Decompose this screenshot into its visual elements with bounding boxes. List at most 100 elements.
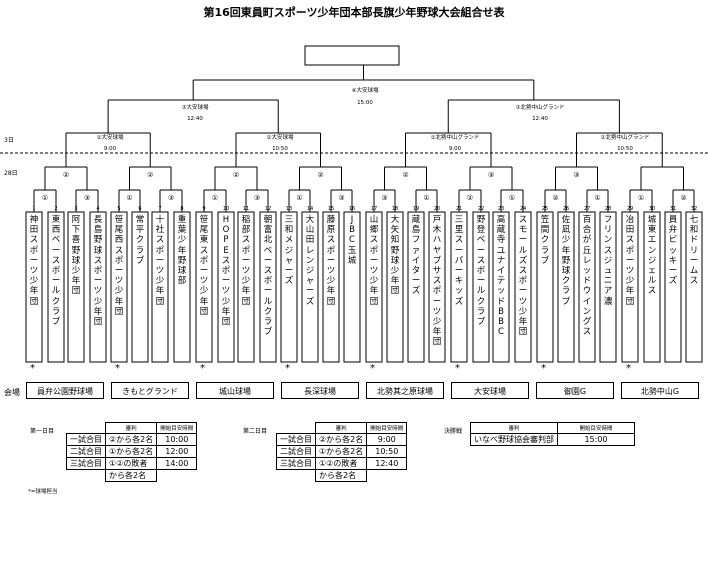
day1-schedule-table: 審判 開始目安時間 一試合目 ②から各2名 10:00 二試合目 ①から各2名 … [66, 422, 198, 482]
match-number-mark: ② [58, 171, 74, 179]
team-name: 笠間クラブ [540, 215, 550, 266]
match-number-mark: ② [675, 194, 692, 202]
team-number: 8 [180, 206, 184, 212]
day2-ref-3b: から各2名 [314, 469, 368, 482]
venue-duty-mark: * [115, 363, 120, 374]
team-name: 十社スポーツ少年団 [155, 215, 165, 307]
day28-label: 28日 [4, 170, 18, 177]
day2-time-2: 10:50 [366, 445, 408, 458]
match-number-mark: ② [312, 171, 329, 179]
team-name: 蔵島ファイターズ [411, 215, 421, 297]
day1-ref-3: ①②の敗者 [104, 457, 158, 470]
team-name: 山郷スポーツ少年団 [369, 215, 379, 307]
team-number: 22 [477, 206, 485, 212]
final-ref: いなべ野球協会審判部 [470, 433, 558, 446]
team-name: 員弁ビッキーズ [668, 215, 678, 287]
team-number: 19 [412, 206, 420, 212]
match-number-mark: ③ [376, 194, 393, 202]
day1-game-3: 三試合目 [66, 457, 106, 470]
quarter-venue-3: ①北勢中山グランド [430, 135, 480, 141]
day3-label: 3日 [4, 137, 14, 144]
team-name: 三和メジャーズ [284, 215, 294, 287]
final-schedule-table: 審判 開始目安時間 いなべ野球協会審判部 15:00 [470, 422, 635, 446]
team-number: 20 [433, 206, 441, 212]
match-number-mark: ① [291, 194, 308, 202]
team-name: 稲部スポーツ少年団 [241, 215, 251, 307]
team-name: スモールズスポーツ少年団 [518, 215, 528, 338]
team-number: 29 [626, 206, 634, 212]
team-name: 三里スーパーキッズ [454, 215, 464, 307]
team-number: 13 [285, 206, 293, 212]
team-number: 10 [222, 206, 230, 212]
match-number-mark: ① [504, 194, 520, 202]
day2-ref-3: ①②の敗者 [314, 457, 368, 470]
venue-duty-mark: * [30, 363, 35, 374]
day1-ref-2: ①から各2名 [104, 445, 158, 458]
team-name: 笹尾東スポーツ少年団 [199, 215, 209, 317]
team-number: 31 [669, 206, 677, 212]
team-number: 17 [370, 206, 378, 212]
quarter-time-4: 10:50 [617, 146, 633, 152]
semi-time-left: 12:40 [187, 116, 203, 122]
venue-box: 長深球場 [281, 382, 359, 399]
team-name: 大山田レンジャーズ [305, 215, 315, 307]
venue-duty-mark: * [626, 363, 631, 374]
team-name: 阿下喜野球少年団 [71, 215, 81, 297]
quarter-venue-2: ②大安球場 [266, 135, 294, 141]
day1-time-3: 14:00 [156, 457, 198, 470]
final-header-ref: 審判 [470, 422, 558, 434]
venue-box: 御園G [536, 382, 614, 399]
day1-header-ref: 審判 [104, 422, 158, 434]
team-number: 24 [519, 206, 527, 212]
match-number-mark: ② [547, 194, 564, 202]
match-number-mark: ① [589, 194, 606, 202]
venue-duty-mark: * [455, 363, 460, 374]
team-name: 大矢知野球少年団 [390, 215, 400, 297]
team-name: 常平クラブ [135, 215, 145, 266]
match-number-mark: ③ [333, 194, 350, 202]
day2-ref-1: ②から各2名 [314, 433, 368, 446]
team-number: 23 [497, 206, 505, 212]
team-number: 25 [541, 206, 549, 212]
semi-venue-left: ③大安球場 [181, 105, 209, 111]
team-name: 佐凪少年野球クラブ [561, 215, 571, 307]
venue-box: 北勢中山G [621, 382, 699, 399]
match-number-mark: ③ [568, 171, 585, 179]
match-number-mark: ② [397, 171, 414, 179]
semi-time-right: 12:40 [532, 116, 548, 122]
team-name: 朝富北ベースボールクラブ [263, 215, 273, 338]
team-number: 16 [348, 206, 356, 212]
page-title: 第16回東員町スポーツ少年団本部長旗少年野球大会組合せ表 [203, 6, 505, 19]
quarter-venue-4: ②北勢中山グランド [600, 135, 650, 141]
team-number: 5 [117, 206, 121, 212]
match-number-mark: ① [121, 194, 138, 202]
venue-duty-mark: * [285, 363, 290, 374]
match-number-mark: ① [633, 194, 649, 202]
semi-venue-right: ③北勢中山グランド [515, 105, 565, 111]
venue-duty-mark: * [200, 363, 205, 374]
venue-box: 城山球場 [196, 382, 274, 399]
team-name: 東西ベースボールクラブ [51, 215, 61, 328]
final-time: 15:00 [357, 100, 373, 106]
team-name: 野登ベースボールクラブ [476, 215, 486, 328]
final-venue: ④大安球場 [351, 88, 379, 94]
venue-duty-mark: * [370, 363, 375, 374]
day2-time-1: 9:00 [366, 433, 408, 446]
venue-box: 員弁公園野球場 [26, 382, 104, 399]
team-number: 32 [690, 206, 698, 212]
day2-label: 第二日目 [243, 428, 268, 435]
team-name: 神田スポーツ少年団 [29, 215, 39, 307]
match-number-mark: ③ [163, 194, 179, 202]
team-name: 百合が丘レッドウイングス [582, 215, 592, 338]
day2-header-time: 開始目安時間 [366, 422, 408, 434]
quarter-time-1: 9:00 [103, 146, 117, 152]
team-number: 30 [648, 206, 656, 212]
day1-ref-1: ②から各2名 [104, 433, 158, 446]
venue-row-label: 会場 [4, 388, 20, 397]
team-number: 27 [583, 206, 591, 212]
day2-time-3: 12:40 [366, 457, 408, 470]
team-number: 21 [455, 206, 463, 212]
